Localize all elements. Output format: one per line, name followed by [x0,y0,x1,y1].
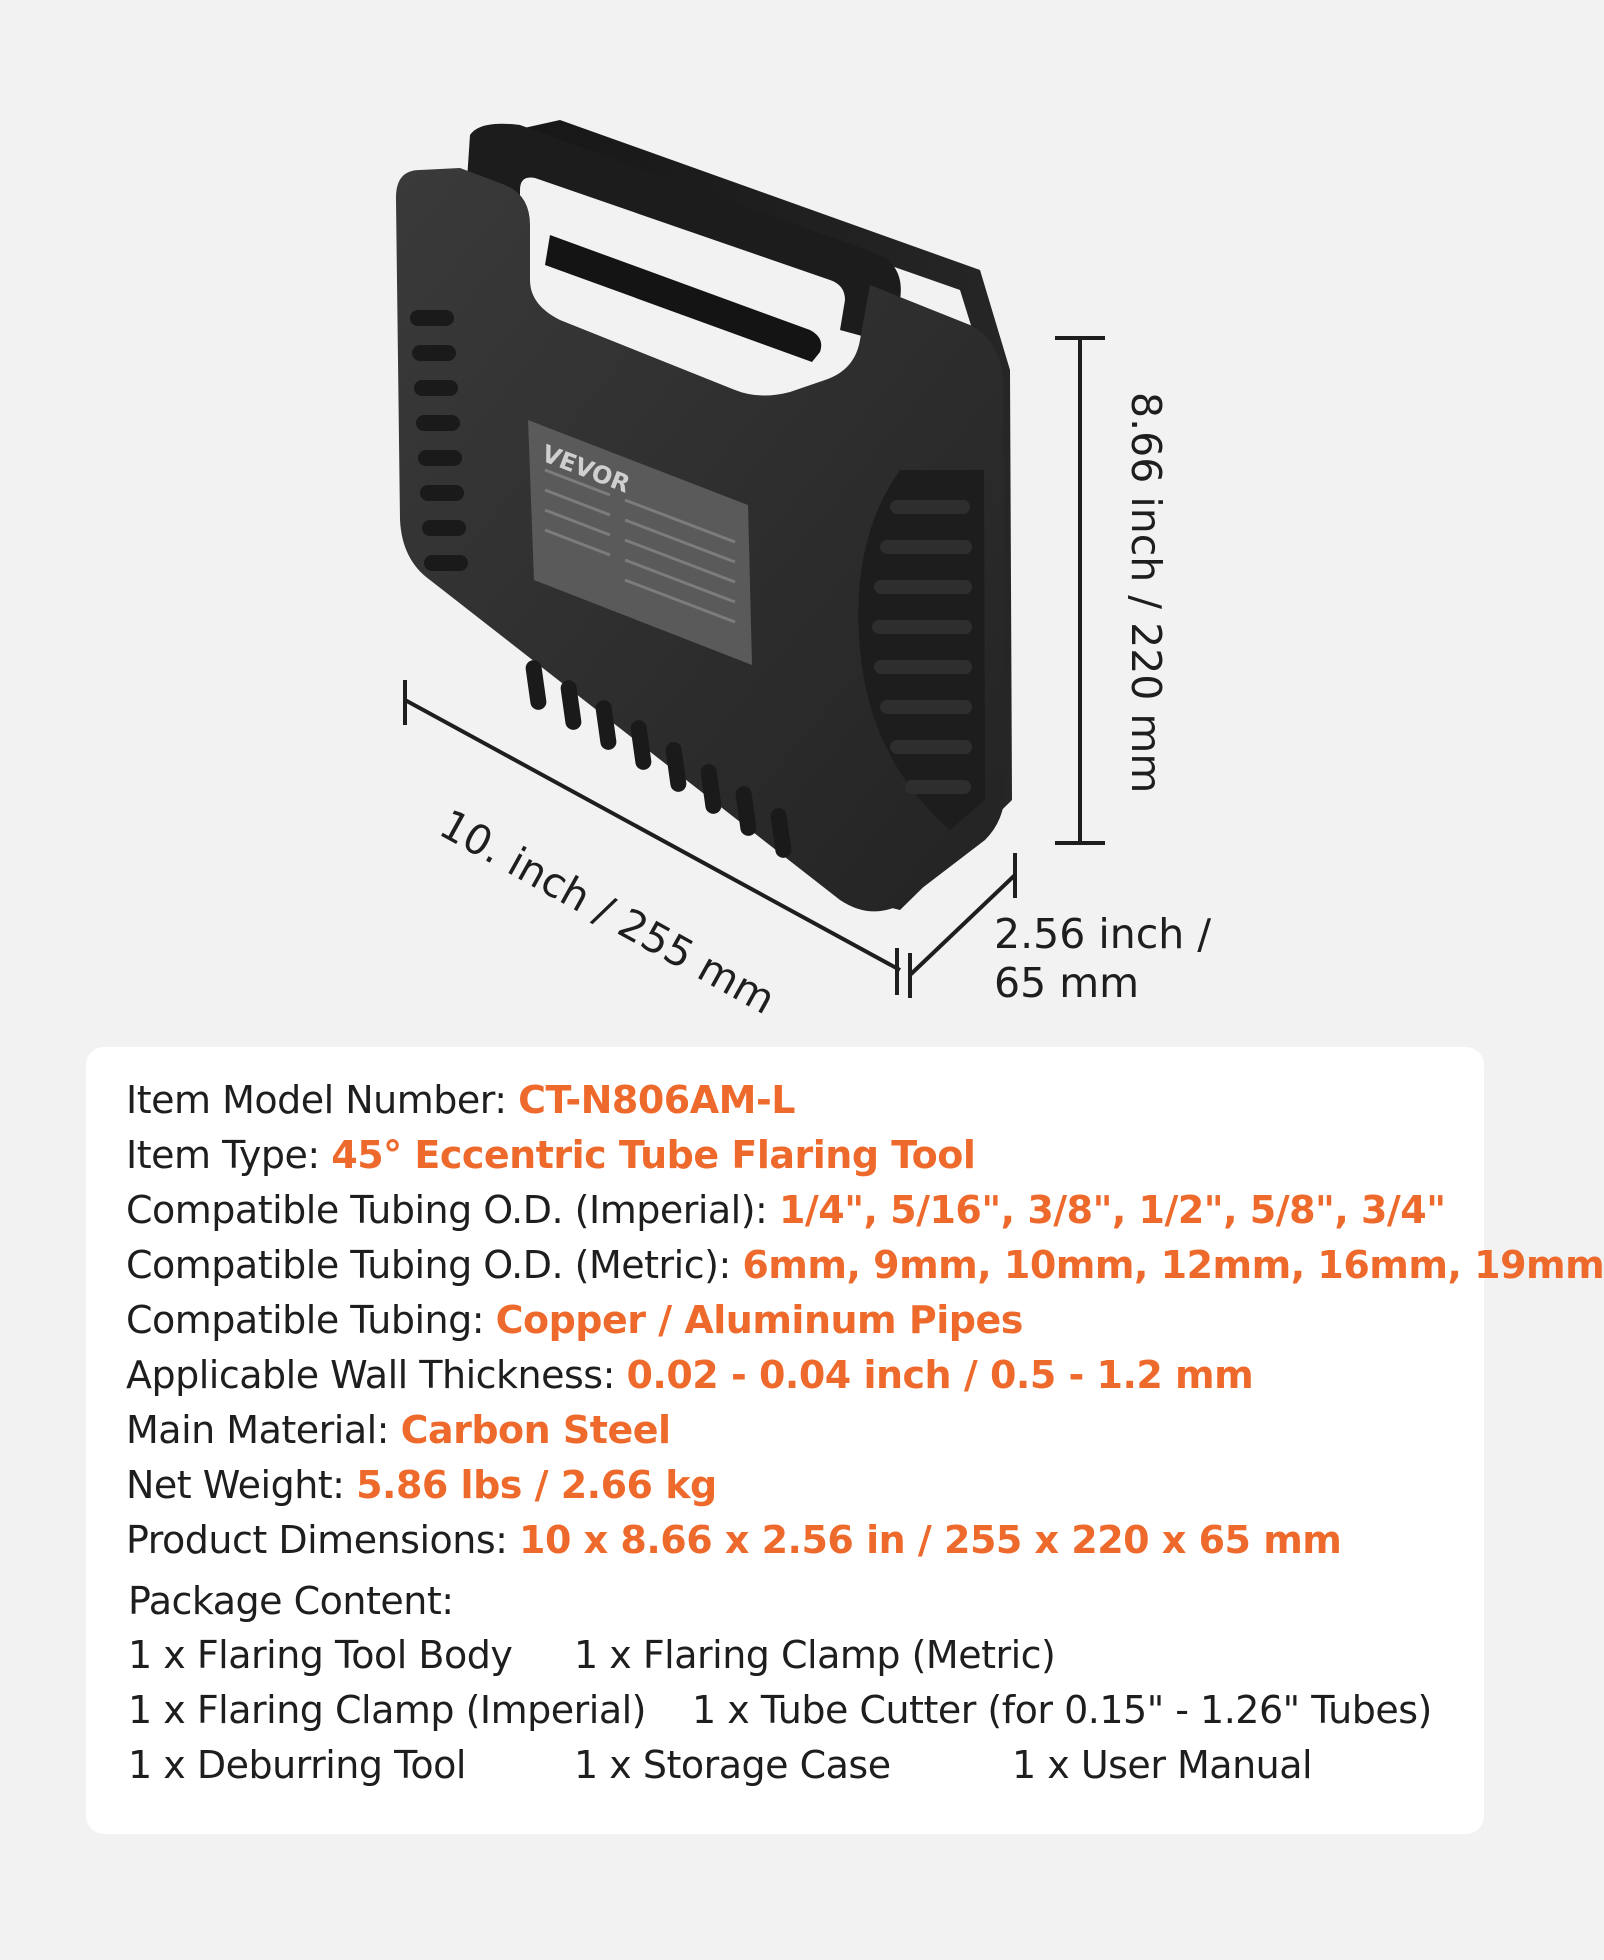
spec-row-dimensions: Product Dimensions: 10 x 8.66 x 2.56 in … [126,1517,1342,1563]
spec-row-wall-thickness: Applicable Wall Thickness: 0.02 - 0.04 i… [126,1352,1254,1398]
package-item: 1 x Tube Cutter (for 0.15" - 1.26" Tubes… [692,1688,1432,1732]
handle-opening [545,235,822,362]
label-plate-lines [544,468,736,624]
depth-dimension-label: 2.56 inch / 65 mm [994,910,1212,1008]
spec-row-tubing: Compatible Tubing: Copper / Aluminum Pip… [126,1297,1023,1343]
spec-label: Compatible Tubing: [126,1298,496,1342]
package-item: 1 x Flaring Clamp (Imperial) [128,1688,646,1732]
spec-label: Applicable Wall Thickness: [126,1353,627,1397]
spec-row-model: Item Model Number: CT-N806AM-L [126,1077,795,1123]
spec-label: Net Weight: [126,1463,357,1507]
spec-value: 6mm, 9mm, 10mm, 12mm, 16mm, 19mm [742,1243,1604,1287]
spec-label: Item Type: [126,1133,332,1177]
spec-label: Compatible Tubing O.D. (Metric): [126,1243,743,1287]
package-item: 1 x Storage Case [574,1743,891,1787]
spec-row-type: Item Type: 45° Eccentric Tube Flaring To… [126,1132,976,1178]
bottom-ridges [525,660,792,858]
spec-row-material: Main Material: Carbon Steel [126,1407,671,1453]
left-ridges [410,310,468,571]
spec-row-od-imperial: Compatible Tubing O.D. (Imperial): 1/4",… [126,1187,1446,1233]
package-item: 1 x Deburring Tool [128,1743,466,1787]
spec-value: CT-N806AM-L [518,1078,795,1122]
label-plate [528,420,752,665]
height-dimension-label: 8.66 inch / 220 mm [1122,392,1170,794]
spec-value: Carbon Steel [400,1408,671,1452]
spec-row-weight: Net Weight: 5.86 lbs / 2.66 kg [126,1462,717,1508]
spec-value: 1/4", 5/16", 3/8", 1/2", 5/8", 3/4" [778,1188,1446,1232]
package-item: 1 x Flaring Tool Body [128,1633,513,1677]
spec-value: 10 x 8.66 x 2.56 in / 255 x 220 x 65 mm [519,1518,1342,1562]
specifications-card: Item Model Number: CT-N806AM-L Item Type… [86,1047,1604,1834]
spec-value: 5.86 lbs / 2.66 kg [356,1463,717,1507]
spec-label: Product Dimensions: [126,1518,520,1562]
spec-label: Item Model Number: [126,1078,519,1122]
spec-label: Main Material: [126,1408,401,1452]
storage-case-illustration: VEVOR [395,120,1105,998]
spec-value: 45° Eccentric Tube Flaring Tool [331,1133,976,1177]
package-item: 1 x User Manual [1012,1743,1313,1787]
spec-value: Copper / Aluminum Pipes [495,1298,1024,1342]
spec-value: 0.02 - 0.04 inch / 0.5 - 1.2 mm [626,1353,1254,1397]
dimension-lines [403,336,1105,998]
package-item: 1 x Flaring Clamp (Metric) [574,1633,1056,1677]
case-handle [465,123,901,345]
spec-row-od-metric: Compatible Tubing O.D. (Metric): 6mm, 9m… [126,1242,1604,1288]
package-content-title: Package Content: [128,1579,454,1623]
spec-label: Compatible Tubing O.D. (Imperial): [126,1188,779,1232]
right-ridges [872,500,972,794]
